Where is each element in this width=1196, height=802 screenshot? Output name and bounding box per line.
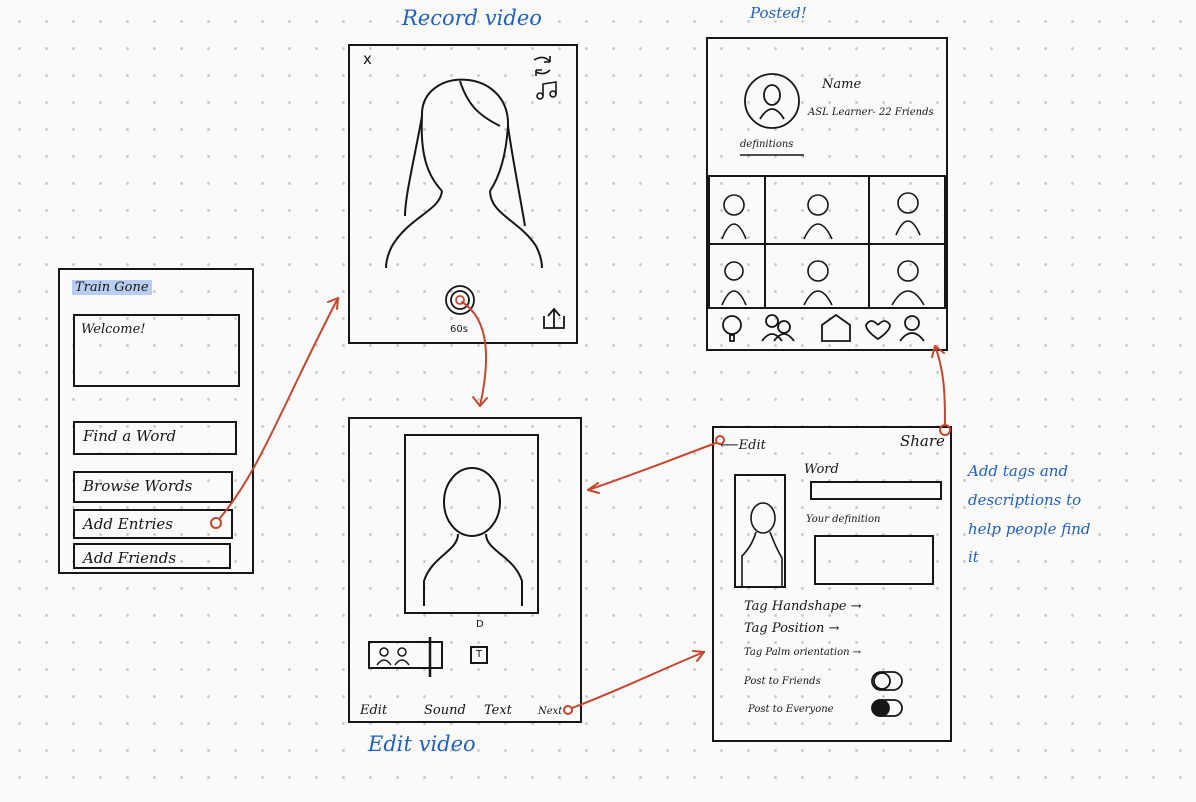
clip-timeline[interactable] [368, 637, 443, 677]
next-button[interactable]: Next [538, 706, 563, 717]
post-everyone-label: Post to Everyone [748, 704, 834, 715]
avatar [744, 73, 800, 129]
post-friends-toggle[interactable] [871, 671, 903, 691]
tag-palm-orientation[interactable]: Tag Palm orientation → [744, 647, 862, 658]
edit-video-label: Edit video [368, 732, 476, 756]
heart-icon[interactable] [865, 320, 891, 341]
post-everyone-toggle[interactable] [871, 699, 903, 717]
record-screen: x 60s [348, 44, 578, 344]
post-friends-label: Post to Friends [744, 676, 821, 687]
arrow-share-to-edit [587, 435, 725, 494]
flip-camera-icon[interactable] [533, 56, 551, 76]
text-box-icon[interactable]: T [470, 646, 488, 664]
word-label: Word [804, 462, 839, 477]
app-title: Train Gone [72, 280, 152, 295]
bulb-icon[interactable] [722, 315, 742, 342]
definition-input[interactable] [814, 535, 934, 585]
share-icon[interactable] [543, 307, 565, 329]
video-thumbnail [734, 474, 786, 588]
back-label: Edit [738, 438, 766, 453]
note-line: Add tags and [968, 462, 1069, 480]
profile-subtitle: ASL Learner- 22 Friends [808, 107, 934, 118]
add-entries-button[interactable]: Add Entries [73, 509, 233, 539]
posted-label: Posted! [750, 4, 807, 22]
definition-label: Your definition [806, 514, 881, 525]
video-thumb[interactable] [868, 243, 946, 309]
arrow-edit-to-share [563, 650, 705, 715]
music-icon[interactable] [536, 81, 557, 100]
share-button[interactable]: Share [900, 432, 945, 450]
friends-icon[interactable] [761, 314, 795, 342]
preview-person [423, 467, 523, 606]
tag-handshape[interactable]: Tag Handshape → [744, 599, 862, 614]
tag-position[interactable]: Tag Position → [744, 621, 840, 636]
tab-sound[interactable]: Sound [424, 703, 466, 718]
tab-edit[interactable]: Edit [360, 703, 388, 718]
record-timer: 60s [450, 324, 468, 335]
profile-name: Name [822, 77, 862, 92]
close-icon[interactable]: x [363, 50, 372, 68]
profile-icon[interactable] [899, 315, 925, 342]
video-preview [404, 434, 539, 614]
record-video-label: Record video [402, 6, 542, 30]
back-button[interactable]: ⟵Edit [720, 438, 766, 453]
record-button[interactable] [445, 285, 475, 315]
home-screen: Train Gone Welcome! Find a Word Browse W… [58, 268, 254, 574]
video-thumb[interactable] [868, 175, 946, 245]
note-line: it [968, 548, 979, 566]
edit-screen: D T Edit Sound Text Next [348, 417, 582, 723]
share-screen: ⟵Edit Share Word Your definition Tag Han… [712, 426, 952, 742]
word-input[interactable] [810, 481, 942, 500]
add-friends-button[interactable]: Add Friends [73, 543, 231, 569]
video-thumb[interactable] [764, 175, 870, 245]
back-arrow-icon: ⟵ [720, 438, 739, 453]
note-line: help people find [968, 520, 1091, 538]
browse-words-button[interactable]: Browse Words [73, 471, 233, 503]
arrow-share-to-posted [931, 345, 951, 436]
tab-definitions[interactable]: definitions [740, 139, 794, 150]
home-icon[interactable] [821, 313, 851, 342]
video-thumb[interactable] [764, 243, 870, 309]
video-thumb[interactable] [708, 175, 766, 245]
video-thumb[interactable] [708, 243, 766, 309]
welcome-box: Welcome! [73, 314, 240, 387]
tab-text[interactable]: Text [484, 703, 512, 718]
welcome-text: Welcome! [81, 322, 146, 337]
record-art [385, 56, 565, 329]
note-line: descriptions to [968, 491, 1082, 509]
profile-screen: Name ASL Learner- 22 Friends definitions [706, 37, 948, 351]
person-sketch [385, 78, 543, 269]
find-word-button[interactable]: Find a Word [73, 421, 237, 455]
